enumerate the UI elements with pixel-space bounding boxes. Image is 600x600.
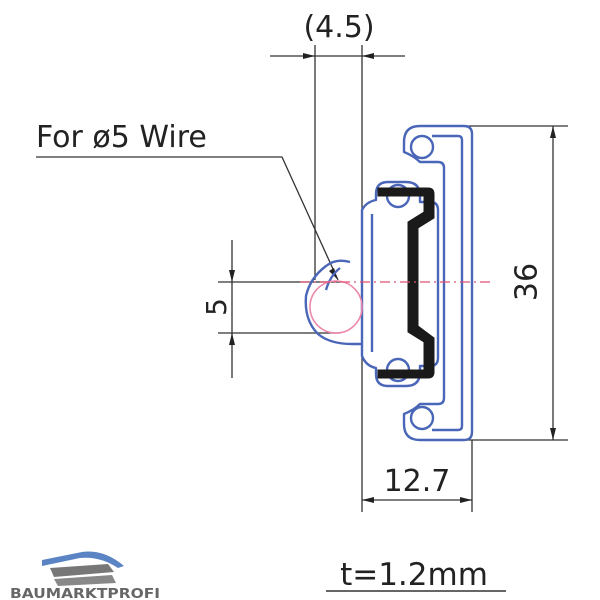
arrow-head-right (460, 497, 472, 503)
arrow-head-bottom (550, 428, 556, 440)
thickness-note: t=1.2mm (326, 557, 506, 593)
dimension-depth-12-7: 12.7 (361, 330, 473, 512)
arrow-head-right (362, 53, 374, 59)
outer-rail (402, 124, 474, 442)
inner-rail (377, 187, 435, 379)
logo-band-2 (54, 575, 116, 586)
ball-bearing-top-outer (409, 134, 435, 160)
arrow-head-bottom (229, 333, 235, 345)
label-width-paren: (4.5) (303, 10, 374, 45)
leader-line (36, 156, 339, 281)
dimension-height-36: 36 (445, 125, 568, 441)
dimension-wire-5: 5 (200, 240, 340, 378)
logo-roof-mark (42, 551, 124, 568)
label-wire-dim: 5 (200, 298, 233, 316)
ball-bearing-bottom-outer (409, 405, 435, 431)
wire-hook (304, 259, 362, 346)
slide-profile (304, 124, 474, 442)
label-thickness: t=1.2mm (340, 557, 488, 593)
outer-rail-inner-wall (432, 134, 464, 432)
arrow-head-left (362, 497, 374, 503)
label-height-dim: 36 (510, 263, 545, 301)
arrow-head-left (303, 53, 315, 59)
wire-hook-inner (324, 267, 341, 291)
arrow-head-top (229, 270, 235, 282)
baumarktprofi-logo: BAUMARKTPROFI (10, 551, 160, 600)
label-depth-dim: 12.7 (384, 464, 451, 499)
logo-wordmark: BAUMARKTPROFI (10, 587, 160, 600)
logo-band-1 (50, 564, 114, 577)
wire-note: For ø5 Wire (36, 120, 339, 281)
label-wire-note: For ø5 Wire (36, 120, 207, 155)
wire-circle (309, 280, 363, 334)
dimension-width-4-5: (4.5) (270, 10, 405, 280)
arrow-head-top (550, 126, 556, 138)
